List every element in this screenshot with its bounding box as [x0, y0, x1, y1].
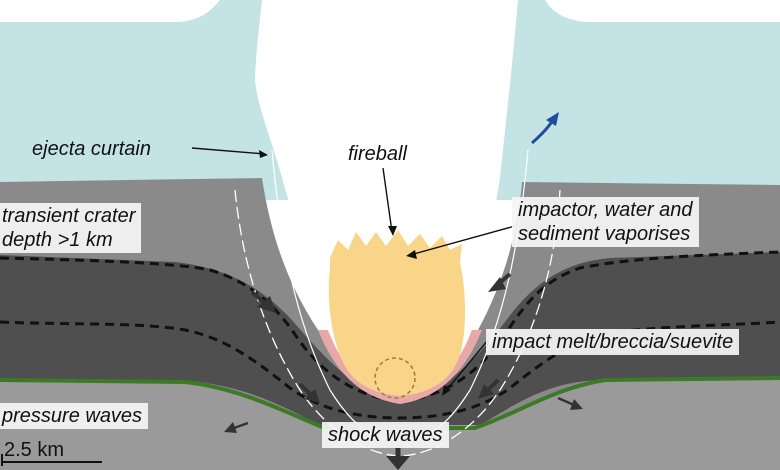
fireball-leader: [382, 167, 393, 233]
impactor-leader: [409, 225, 516, 256]
displacement-arrow-left-head: [257, 296, 276, 313]
pressure-arrow-right-head: [570, 399, 583, 410]
cloud-top-left: [0, 0, 220, 22]
transient-crater-line-1: transient crater: [2, 205, 136, 227]
impact-melt-lining: [318, 330, 482, 404]
impactor-leader-head: [406, 250, 417, 259]
displacement-arrow-lower-left-head: [304, 389, 320, 403]
shock-waves-label: shock waves: [322, 422, 449, 448]
impact-melt-leader: [444, 339, 489, 393]
impactor-vaporises-line-2: sediment vaporises: [518, 223, 691, 245]
displacement-arrow-right-head: [488, 277, 506, 292]
ejecta-curtain-label: ejecta curtain: [32, 138, 151, 160]
impact-melt-label: impact melt/breccia/suevite: [486, 329, 740, 355]
fireball-leader-head: [388, 226, 397, 236]
displacement-arrow-lower-right-head: [478, 384, 494, 399]
impact-melt-leader-head: [442, 385, 451, 396]
fireball-core: [328, 230, 466, 396]
impactor-vaporises-label: impactor, water and sediment vaporises: [512, 197, 699, 247]
scale-bar-label: 2.5 km: [4, 439, 65, 461]
ejecta-motion-arrow-head: [546, 112, 559, 126]
displacement-arrow-bottom-head: [386, 456, 410, 470]
fireball-label: fireball: [348, 143, 407, 165]
pressure-arrow-left-head: [224, 422, 237, 433]
transient-crater-line-2: depth >1 km: [2, 229, 113, 251]
impactor-vaporises-line-1: impactor, water and: [518, 199, 693, 221]
pressure-arrow-right: [557, 396, 575, 407]
cloud-top-right: [545, 0, 780, 22]
ejecta-curtain-leader: [191, 147, 266, 155]
displacement-arrows: [224, 272, 583, 470]
dashed-strata-upper: [0, 250, 780, 404]
impactor-remnant: [374, 357, 416, 399]
transient-crater-label: transient crater depth >1 km: [0, 203, 142, 253]
ejecta-curtain-leader-head: [259, 150, 268, 158]
pressure-arrow-left: [233, 421, 249, 430]
dashed-strata-lower: [0, 320, 780, 420]
pressure-waves-label: pressure waves: [0, 403, 149, 429]
dark-sediment-band: [0, 252, 780, 425]
